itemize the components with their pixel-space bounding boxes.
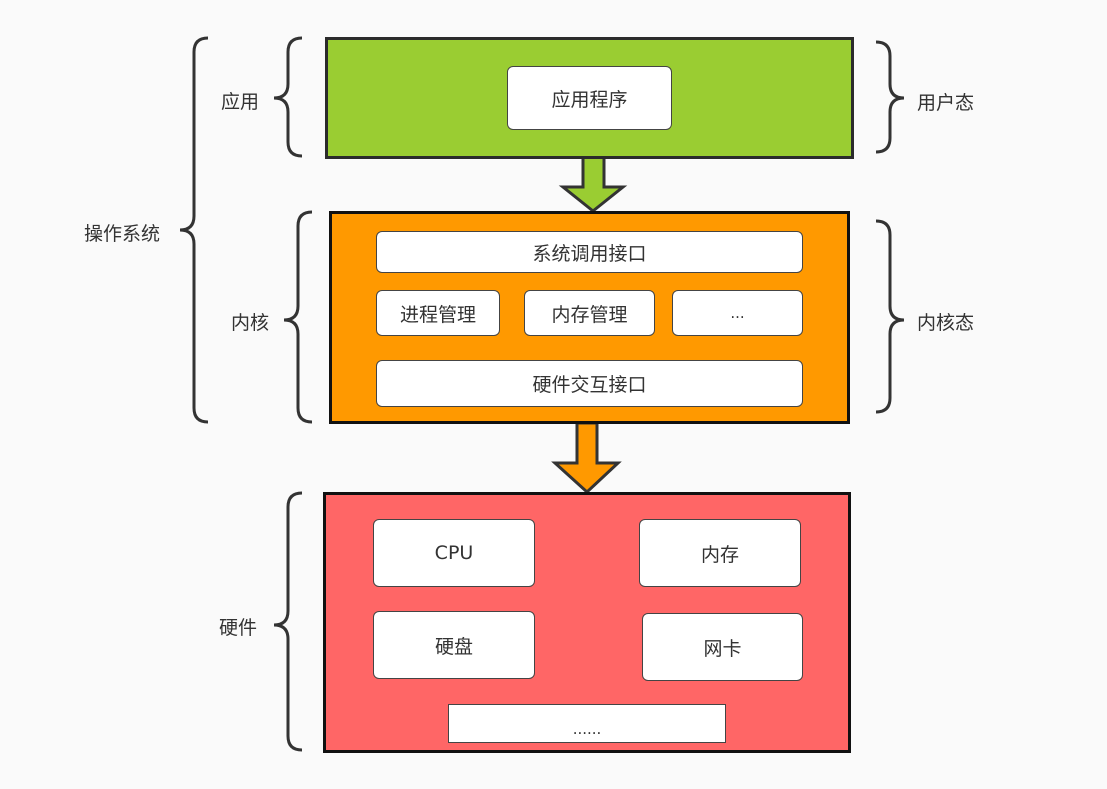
application-program-label: 应用程序 [551, 88, 628, 111]
application-brace [273, 36, 303, 158]
label-operating-system: 操作系统 [84, 223, 161, 245]
more-modules-label: ... [730, 304, 745, 322]
hardware-interface-box: 硬件交互接口 [376, 360, 803, 407]
network-card-box: 网卡 [642, 613, 803, 681]
syscall-interface-box: 系统调用接口 [376, 231, 803, 273]
process-management-label: 进程管理 [399, 303, 476, 326]
network-card-label: 网卡 [703, 637, 742, 660]
memory-box: 内存 [639, 519, 801, 587]
label-user-mode: 用户态 [917, 92, 975, 114]
label-application: 应用 [221, 91, 260, 113]
syscall-interface-label: 系统调用接口 [532, 242, 647, 265]
kernel-brace [283, 210, 313, 424]
disk-box: 硬盘 [373, 611, 535, 679]
more-hardware-label: ...... [572, 720, 602, 738]
hardware-brace [273, 491, 303, 752]
process-management-box: 进程管理 [376, 290, 500, 336]
memory-management-label: 内存管理 [551, 303, 628, 326]
cpu-box: CPU [373, 519, 535, 587]
memory-label: 内存 [700, 543, 739, 566]
kernel-mode-brace [875, 219, 905, 414]
arrow-kernel-to-hardware [551, 421, 622, 495]
label-hardware: 硬件 [219, 617, 258, 639]
arrow-app-to-kernel [558, 155, 628, 213]
more-modules-box: ... [672, 290, 803, 336]
application-program-box: 应用程序 [507, 66, 672, 130]
user-mode-brace [875, 40, 905, 154]
label-kernel: 内核 [231, 312, 270, 334]
label-kernel-mode: 内核态 [917, 312, 975, 334]
cpu-label: CPU [434, 542, 474, 564]
hardware-interface-label: 硬件交互接口 [532, 374, 647, 396]
os-brace [179, 36, 209, 424]
disk-label: 硬盘 [434, 635, 473, 658]
memory-management-box: 内存管理 [524, 290, 655, 336]
more-hardware-box: ...... [448, 704, 726, 743]
